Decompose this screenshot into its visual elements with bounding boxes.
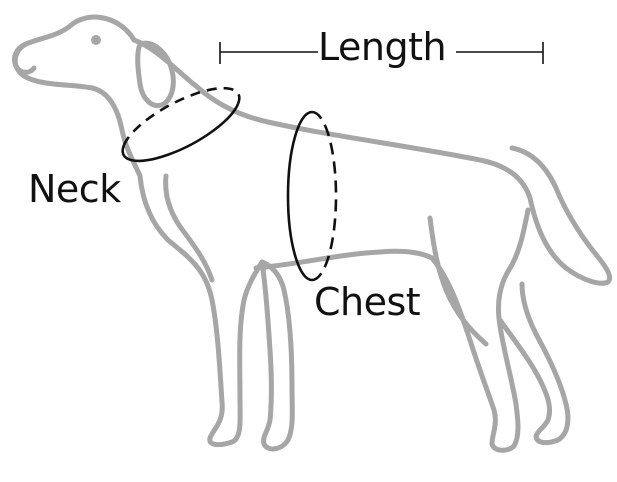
dog-belly-outline xyxy=(256,251,432,268)
dog-hind-leg-back xyxy=(500,284,568,443)
neck-label: Neck xyxy=(28,170,121,208)
dog-front-leg-second xyxy=(262,262,292,449)
dog-front-outline xyxy=(140,176,262,445)
dog-eye-icon xyxy=(91,35,101,45)
dog-hind-leg-outline xyxy=(432,210,528,450)
chest-measure-ring xyxy=(288,112,336,280)
length-label: Length xyxy=(318,28,446,66)
dog-hind-leg-second xyxy=(430,218,486,344)
dog-front-leg-inner xyxy=(166,176,212,280)
neck-measure-ring xyxy=(123,88,240,161)
chest-label: Chest xyxy=(314,283,420,321)
